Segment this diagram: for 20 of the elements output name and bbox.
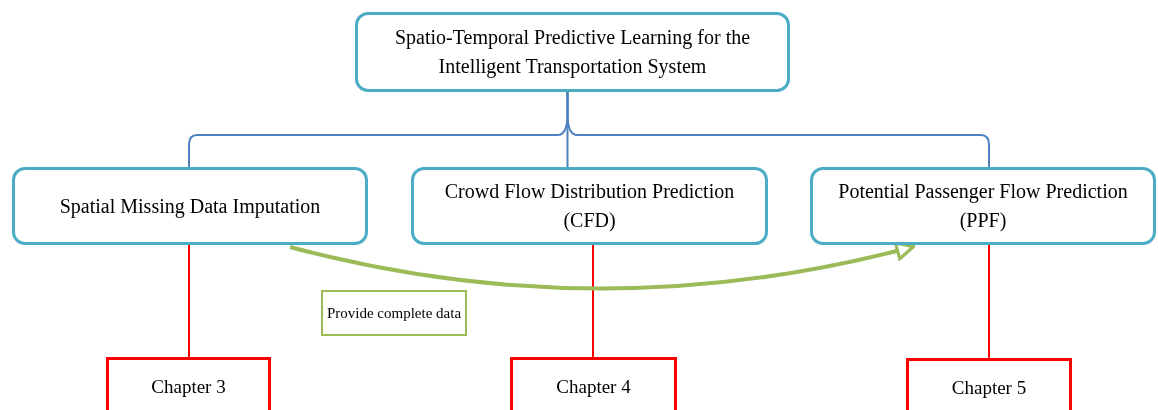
process-box <box>12 167 368 245</box>
node-text: Chapter 4 <box>556 376 631 398</box>
node-text: Chapter 5 <box>951 377 1027 399</box>
node-text: Chapter 3 <box>151 376 226 398</box>
node-text: Spatial Missing Data Imputation <box>59 193 321 220</box>
connector-line <box>188 244 190 358</box>
chapter-box <box>510 357 677 410</box>
connector-line <box>566 91 990 168</box>
note-box <box>321 290 467 336</box>
node-text: Spatio-Temporal Predictive Learning for the Intelligent Transportation System <box>393 25 752 80</box>
chapter-box <box>906 358 1072 410</box>
chapter-box <box>106 357 271 410</box>
process-box <box>810 167 1156 245</box>
connector-line <box>988 244 990 359</box>
node-text: Provide complete data <box>326 303 462 323</box>
node-text: Crowd Flow Distribution Prediction (CFD) <box>443 179 736 234</box>
node-text: Potential Passenger Flow Prediction (PPF) <box>837 179 1129 234</box>
connector-line <box>592 244 594 358</box>
process-box <box>411 167 768 245</box>
process-box <box>355 12 790 92</box>
